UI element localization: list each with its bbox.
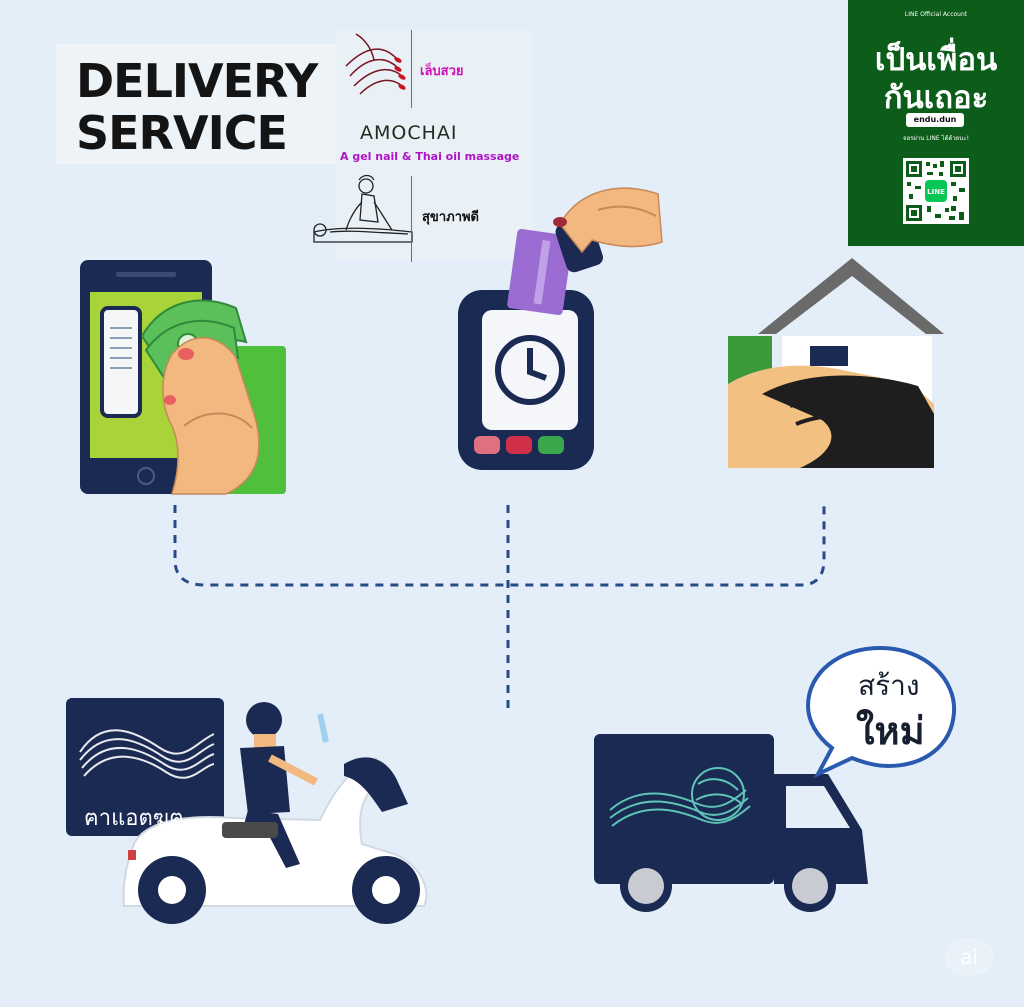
- divider: [411, 30, 412, 108]
- line-account-label: LINE Official Account: [904, 11, 968, 18]
- card-terminal-icon: [458, 187, 663, 470]
- line-id-text: endu.dun: [913, 115, 957, 124]
- brand-logo: เล็บสวย AMOCHAI A gel nail & Thai oil ma…: [313, 30, 532, 262]
- title-block: DELIVERY SERVICE: [56, 44, 346, 164]
- nails-hand-icon: [345, 33, 406, 95]
- line-id-badge: endu.dun: [906, 113, 964, 127]
- speech-bubble-line-1: สร้าง: [858, 669, 920, 702]
- brand-name: AMOCHAI: [360, 122, 458, 144]
- speech-bubble-icon: [805, 645, 957, 779]
- phone-payment-icon: [80, 260, 286, 495]
- qr-line-logo: LINE: [927, 188, 945, 196]
- brand-tagline: A gel nail & Thai oil massage: [340, 150, 520, 163]
- title-line-2: SERVICE: [76, 106, 288, 160]
- line-headline-1: เป็นเพื่อน: [874, 42, 998, 78]
- health-label: สุขาภาพดี: [422, 210, 480, 225]
- line-headline-2: กันเถอะ: [883, 80, 989, 116]
- house-delivery-icon: [728, 258, 944, 468]
- divider: [411, 176, 412, 262]
- nails-label: เล็บสวย: [420, 64, 464, 79]
- title-line-1: DELIVERY: [76, 54, 318, 108]
- delivery-truck-icon: [594, 734, 868, 912]
- qr-code[interactable]: LINE: [903, 158, 969, 224]
- massage-illustration-icon: [313, 174, 413, 243]
- scooter-courier-icon: [66, 698, 428, 924]
- speech-bubble-line-2: ใหม่: [856, 709, 925, 753]
- ai-watermark-badge: ai: [946, 940, 992, 974]
- line-add-friend-card[interactable]: LINE Official Account เป็นเพื่อน กันเถอะ…: [848, 0, 1024, 246]
- line-hint: จอรผ่าน LINE ได้ด้วยนะ!: [903, 135, 969, 142]
- scooter-box-label: ฅาแอตฆฅ: [84, 806, 184, 831]
- qr-code-icon: LINE: [906, 161, 966, 221]
